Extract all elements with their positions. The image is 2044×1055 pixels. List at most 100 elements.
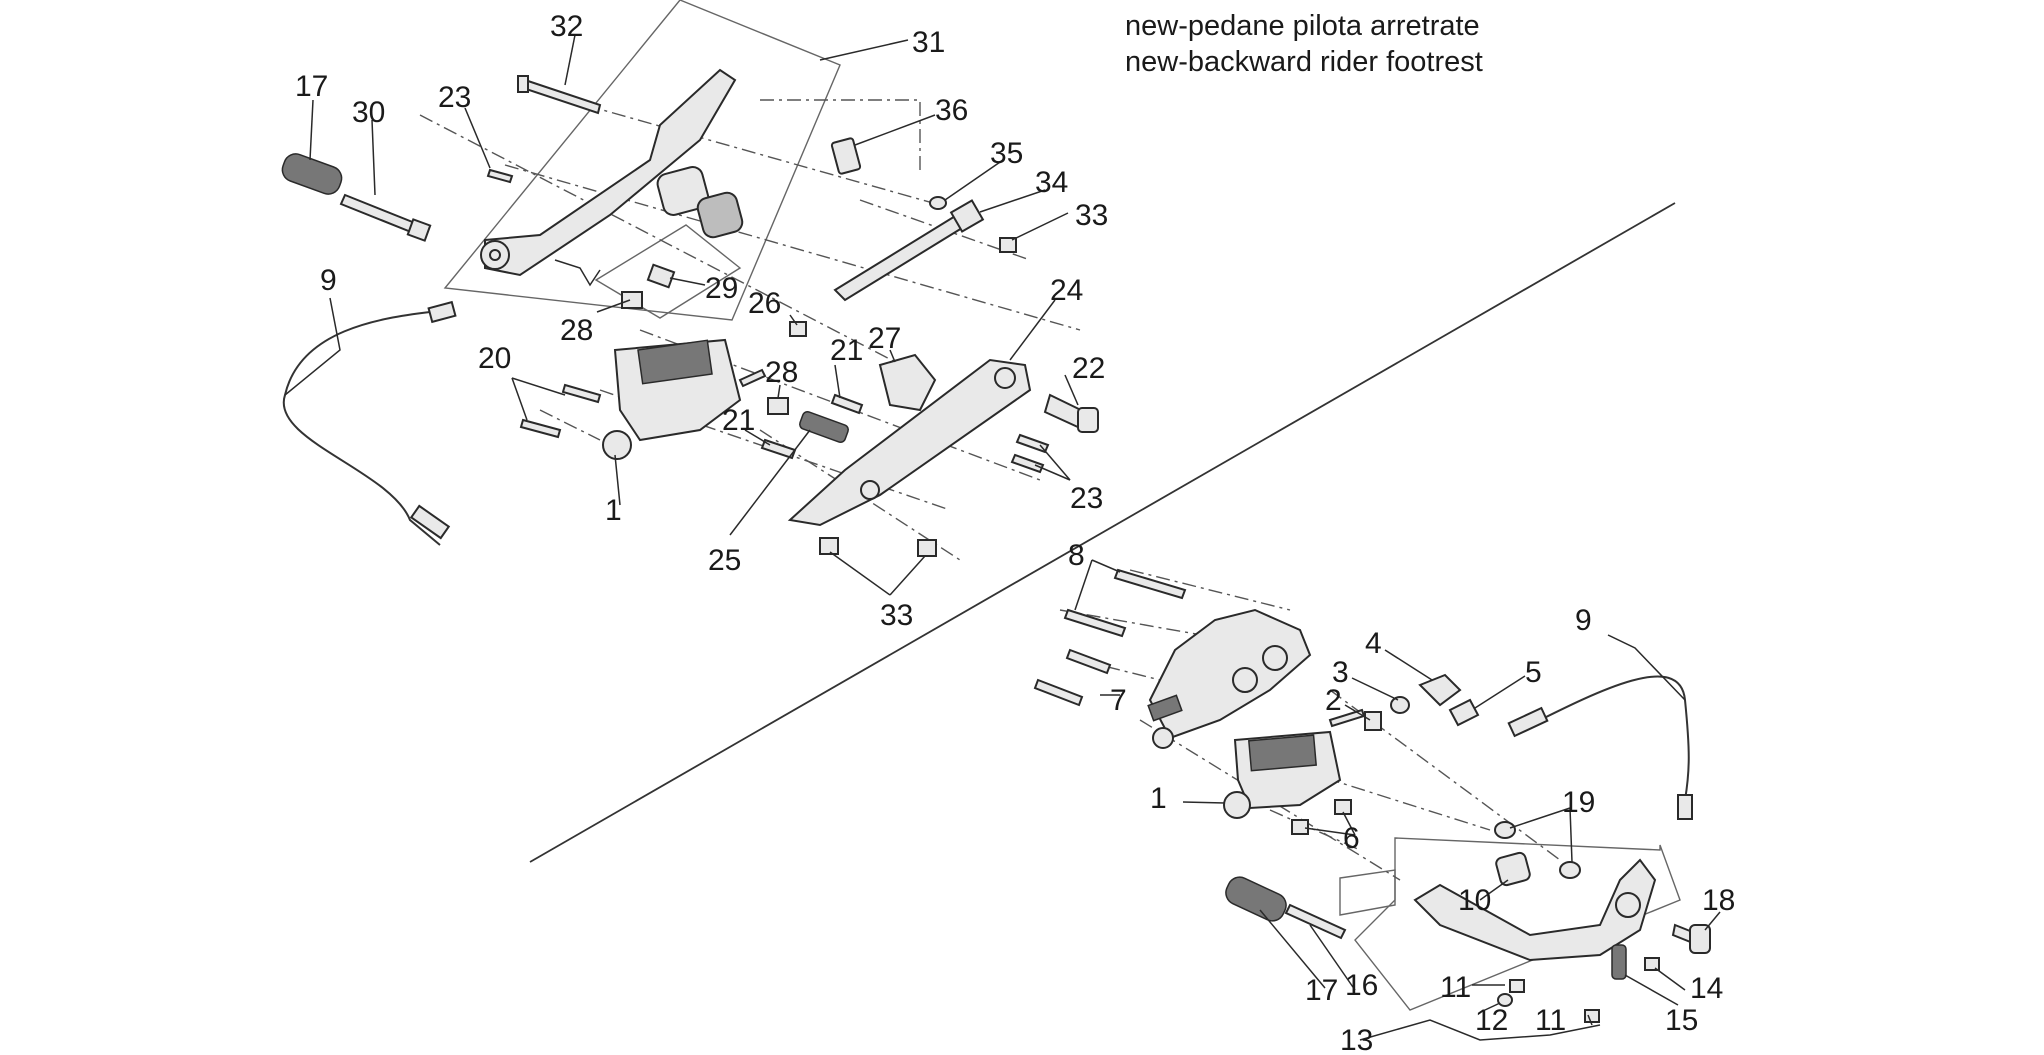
label-6: 6	[1343, 822, 1360, 855]
footpeg-rubber	[281, 153, 343, 195]
bolt-20-b	[519, 418, 562, 439]
label-9-upper: 9	[320, 264, 337, 297]
label-21-top: 21	[830, 334, 863, 367]
bushing-large	[656, 166, 710, 216]
label-5: 5	[1525, 656, 1542, 689]
label-30: 30	[352, 96, 385, 129]
footpeg-pin	[339, 193, 422, 236]
upper-leader-lines	[284, 34, 1079, 596]
master-cylinder-port	[602, 430, 632, 460]
label-14: 14	[1690, 972, 1723, 1005]
footrest-bracket-frame	[443, 0, 841, 321]
spacer-36	[830, 137, 862, 175]
section-divider-line	[529, 202, 1676, 863]
washer-3	[1390, 696, 1410, 714]
nut-6-a	[1334, 799, 1352, 815]
master-cylinder-port-lower	[1223, 791, 1251, 819]
footpeg-rubber-lower	[1225, 876, 1287, 922]
bolt-7-b	[1033, 678, 1084, 707]
mount-hole-c	[1152, 727, 1174, 749]
bolt-32-head	[517, 75, 529, 93]
spacer-10	[1495, 851, 1531, 887]
label-2: 2	[1325, 684, 1342, 717]
label-16: 16	[1345, 969, 1378, 1002]
label-24: 24	[1050, 274, 1083, 307]
lever-arm-pivot	[860, 480, 880, 500]
mount-plate-hatch	[1147, 694, 1183, 722]
bolt-8-b	[1063, 608, 1127, 638]
cable-connector-upper	[427, 300, 457, 324]
label-26: 26	[748, 287, 781, 320]
nut-28-upper	[621, 291, 643, 309]
master-cylinder-label-lower	[1248, 734, 1317, 772]
bracket-pivot-center	[489, 249, 501, 261]
label-4: 4	[1365, 627, 1382, 660]
screw-23-lower-a	[1015, 433, 1050, 454]
label-9-lower: 9	[1575, 604, 1592, 637]
brake-switch-cable-upper	[282, 311, 441, 546]
cable-switch-upper	[409, 504, 451, 540]
label-32: 32	[550, 10, 583, 43]
label-20: 20	[478, 342, 511, 375]
lever-sub-frame	[1339, 869, 1396, 916]
washer-19-a	[1494, 821, 1516, 839]
bushing-dark	[696, 191, 744, 239]
nut-14	[1644, 957, 1660, 971]
bolt-22-head	[1077, 407, 1099, 433]
label-23-lower: 23	[1070, 482, 1103, 515]
label-36: 36	[935, 94, 968, 127]
washer-12	[1497, 993, 1513, 1007]
nut-33-lower-a	[819, 537, 839, 555]
nut-6-b	[1291, 819, 1309, 835]
master-cylinder-rod	[738, 368, 767, 388]
brake-pedal	[1413, 858, 1657, 962]
label-33-upper: 33	[1075, 199, 1108, 232]
return-spring-15	[1611, 944, 1627, 980]
label-11-a: 11	[1440, 971, 1471, 1004]
diagram-title-italian: new-pedane pilota arretrate	[1125, 10, 1480, 42]
bolt-20-a	[561, 383, 602, 404]
cable-switch-lower	[1507, 706, 1549, 738]
bolt-8-a	[1113, 568, 1187, 600]
footrest-bracket	[484, 68, 737, 277]
label-25: 25	[708, 544, 741, 577]
lower-leader-lines	[1074, 559, 1721, 1041]
linkage-rod	[833, 208, 977, 302]
bolt-32	[521, 78, 602, 115]
nut-28-mid	[767, 397, 789, 415]
washer-35	[929, 196, 947, 210]
label-34: 34	[1035, 166, 1068, 199]
label-17-lower: 17	[1305, 974, 1338, 1007]
label-33-lower: 33	[880, 599, 913, 632]
label-15: 15	[1665, 1004, 1698, 1037]
label-28-upper: 28	[560, 314, 593, 347]
washer-2	[1364, 711, 1382, 731]
pin-29	[646, 263, 676, 289]
clip-5	[1448, 698, 1480, 727]
clevis-4	[1418, 673, 1462, 707]
nut-26	[789, 321, 807, 337]
label-23-upper: 23	[438, 81, 471, 114]
bolt-7-a	[1065, 648, 1112, 675]
clamp-27	[878, 353, 937, 412]
brake-pedal-pivot	[1615, 892, 1641, 918]
label-3: 3	[1332, 656, 1349, 689]
label-21-bottom: 21	[722, 404, 755, 437]
nut-11-a	[1509, 979, 1525, 993]
spring-25	[799, 410, 849, 444]
label-35: 35	[990, 137, 1023, 170]
label-8: 8	[1068, 539, 1085, 572]
nut-11-b	[1584, 1009, 1600, 1023]
brake-lever-arm	[787, 358, 1032, 527]
cable-connector-lower	[1677, 794, 1693, 820]
label-7: 7	[1110, 684, 1127, 717]
lever-arm-hole	[994, 367, 1016, 389]
label-13: 13	[1340, 1024, 1373, 1055]
rod-end-34	[949, 199, 985, 233]
master-cylinder-label	[637, 339, 713, 385]
label-17-upper: 17	[295, 70, 328, 103]
nut-33-lower-b	[917, 539, 937, 557]
part-number-labels: 32 31 17 30 23 36 35 34 33 9 29 26 27 28…	[295, 10, 1735, 1055]
washer-19-b	[1559, 861, 1581, 879]
